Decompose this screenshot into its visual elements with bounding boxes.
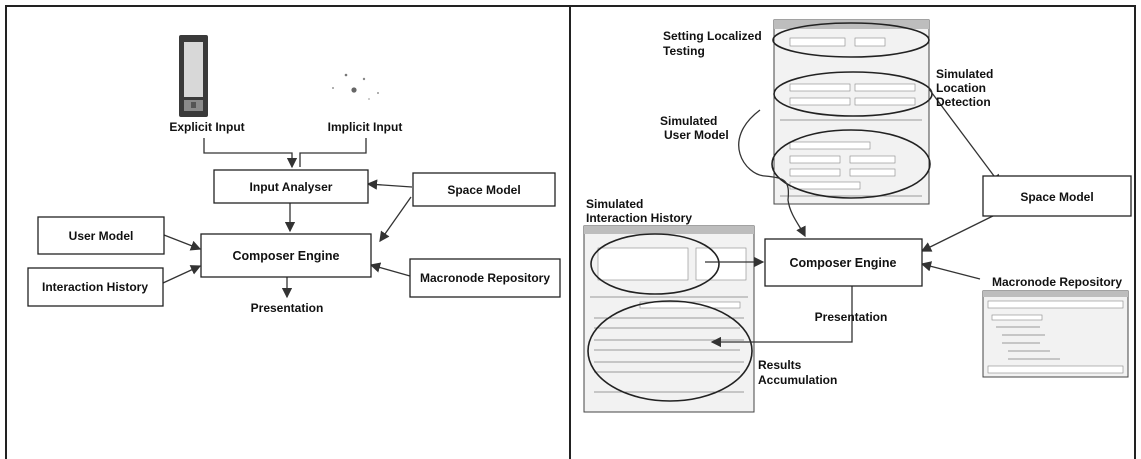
simulated-user-model-label-1: Simulated [660,114,717,128]
input-analyser-label: Input Analyser [250,180,333,194]
simulated-location-label-3: Detection [936,95,991,109]
localized-testing-window [774,20,929,204]
simulated-user-model-label-2: User Model [664,128,729,142]
setting-localized-label-2: Testing [663,44,705,58]
macronode-repository-label-right: Macronode Repository [992,275,1122,289]
results-accumulation-label-1: Results [758,358,802,372]
space-model-label-right: Space Model [1020,190,1093,204]
space-model-node: Space Model [413,173,555,206]
composer-engine-label-right: Composer Engine [790,256,897,270]
interaction-history-node: Interaction History [28,268,163,306]
macronode-repository-node: Macronode Repository [410,259,560,297]
presentation-label: Presentation [251,301,324,315]
setting-localized-label-1: Setting Localized [663,29,762,43]
implicit-input-label: Implicit Input [328,120,403,134]
simulated-history-label-2: Interaction History [586,211,692,225]
simulated-location-label-1: Simulated [936,67,993,81]
composer-engine-label: Composer Engine [233,249,340,263]
pda-device-icon [179,35,208,117]
user-model-node: User Model [38,217,164,254]
interaction-history-label: Interaction History [42,280,148,294]
presentation-label-right: Presentation [815,310,888,324]
macronode-repository-label: Macronode Repository [420,271,550,285]
input-analyser-node: Input Analyser [214,170,368,203]
explicit-input-label: Explicit Input [169,120,244,134]
simulated-history-label-1: Simulated [586,197,643,211]
macronode-repository-window [983,291,1128,377]
results-accumulation-label-2: Accumulation [758,373,837,387]
composer-engine-node-right: Composer Engine [765,239,922,286]
simulated-location-label-2: Location [936,81,986,95]
composer-engine-node: Composer Engine [201,234,371,277]
user-model-label: User Model [69,229,134,243]
space-model-label: Space Model [447,183,520,197]
space-model-node-right: Space Model [983,176,1131,216]
sensor-dots-icon [332,74,379,100]
